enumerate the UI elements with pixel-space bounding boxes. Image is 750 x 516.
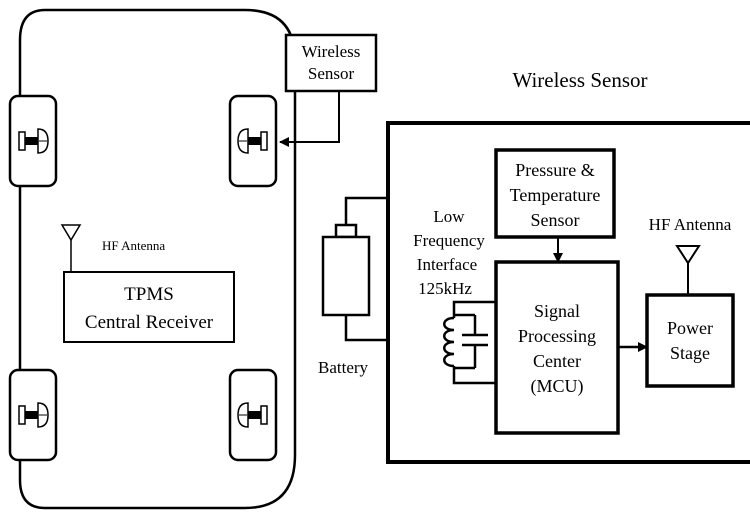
battery-label: Battery — [318, 358, 369, 377]
pt-line3: Sensor — [531, 210, 580, 230]
spc-line4: (MCU) — [531, 376, 584, 397]
sensor-hf-antenna-icon — [675, 245, 701, 295]
lf-line3: Interface — [417, 255, 477, 274]
wireless-sensor-callout: Wireless Sensor — [284, 33, 378, 93]
car-hf-antenna-icon — [60, 224, 82, 272]
wheel-rear-right — [228, 368, 278, 462]
receiver-line1: TPMS — [124, 284, 174, 305]
power-line2: Stage — [670, 343, 710, 363]
callout-line2: Sensor — [308, 64, 355, 83]
battery-icon — [321, 196, 388, 342]
spc-line2: Processing — [518, 326, 596, 346]
lc-circuit-icon — [443, 300, 496, 385]
car-outline — [18, 8, 297, 510]
car-hf-antenna-label: HF Antenna — [102, 238, 165, 253]
sensor-hf-antenna-label: HF Antenna — [649, 215, 732, 234]
pt-line1: Pressure & — [515, 160, 595, 180]
lf-line4: 125kHz — [418, 279, 472, 298]
power-line1: Power — [667, 318, 713, 338]
pressure-temperature-sensor: Pressure & Temperature Sensor — [494, 148, 616, 239]
power-stage: Power Stage — [645, 293, 735, 388]
sensor-title: Wireless Sensor — [512, 68, 647, 92]
callout-arrow — [279, 91, 340, 147]
wheel-front-right — [228, 94, 278, 188]
spc-line1: Signal — [534, 301, 580, 321]
callout-line1: Wireless — [302, 42, 361, 61]
tpms-central-receiver: TPMS Central Receiver — [63, 271, 235, 343]
wheel-rear-left — [8, 368, 58, 462]
wheel-front-left — [8, 94, 58, 188]
signal-processing-center: Signal Processing Center (MCU) — [494, 260, 620, 435]
lf-line1: Low — [433, 207, 465, 226]
lf-line2: Frequency — [413, 231, 485, 250]
sensor-enclosure — [386, 121, 750, 464]
pt-line2: Temperature — [510, 185, 601, 205]
spc-line3: Center — [533, 351, 581, 371]
receiver-line2: Central Receiver — [85, 312, 214, 333]
